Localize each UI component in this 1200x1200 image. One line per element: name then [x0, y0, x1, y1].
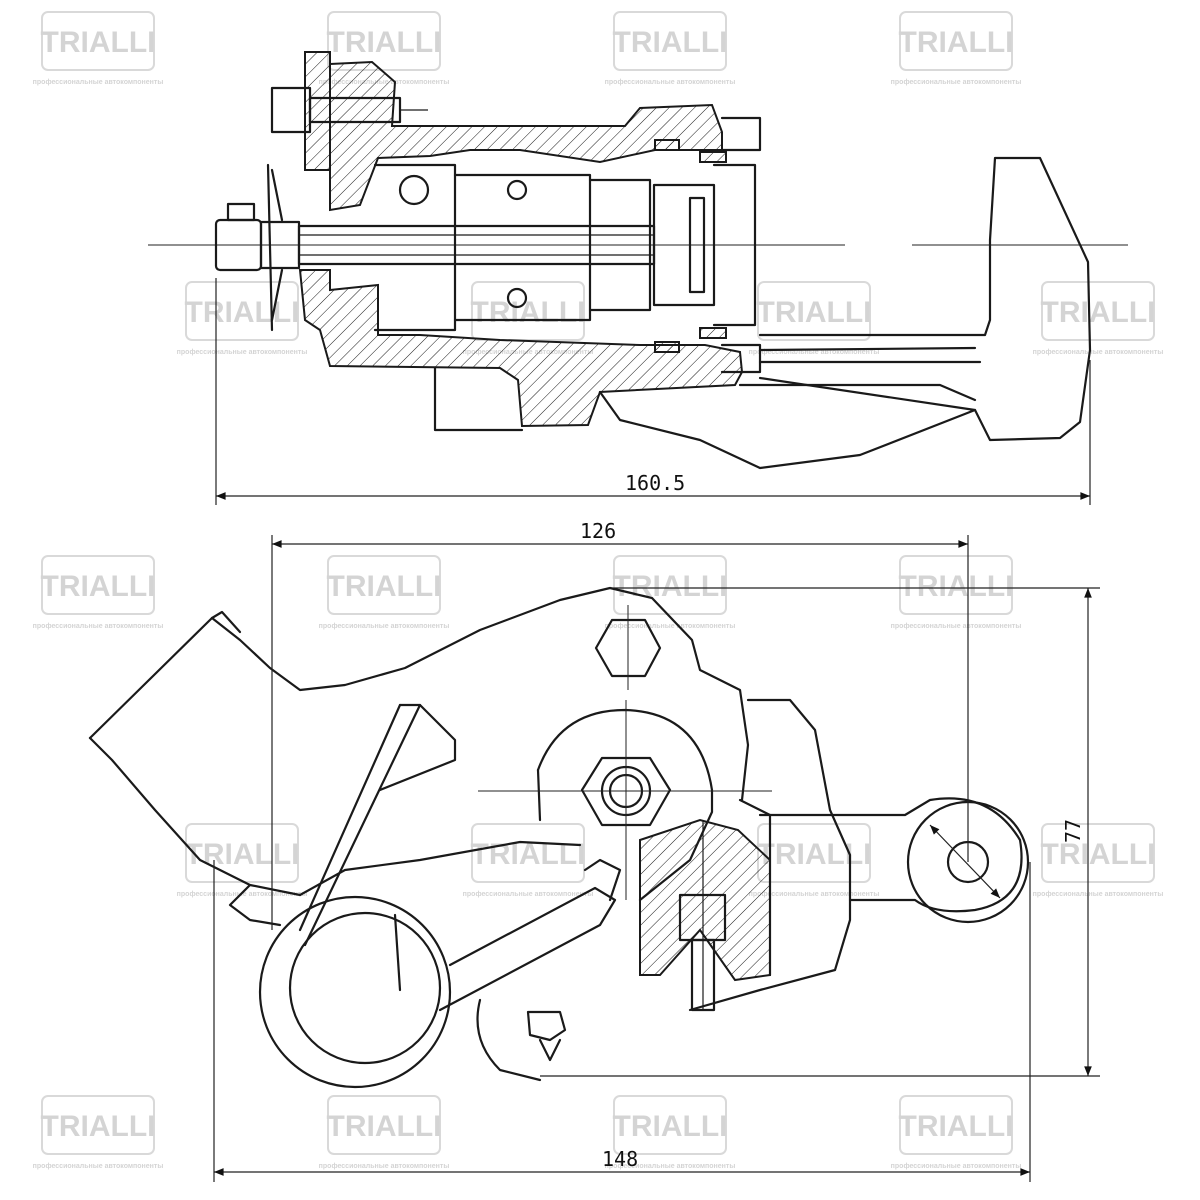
trialli-watermark: TRIALLI профессиональные автокомпоненты [749, 281, 880, 356]
svg-text:TRIALLI: TRIALLI [899, 570, 1014, 603]
svg-text:TRIALLI: TRIALLI [757, 838, 872, 871]
svg-text:TRIALLI: TRIALLI [327, 570, 442, 603]
trialli-watermark: TRIALLI профессиональные автокомпоненты [605, 1095, 736, 1170]
svg-text:TRIALLI: TRIALLI [899, 26, 1014, 59]
trialli-watermark: TRIALLI профессиональные автокомпоненты [319, 555, 450, 630]
svg-text:TRIALLI: TRIALLI [613, 570, 728, 603]
svg-text:профессиональные автокомпонент: профессиональные автокомпоненты [891, 623, 1022, 630]
caliper-side-view: 126 77 148 [88, 519, 1100, 1182]
trialli-watermark: TRIALLI профессиональные автокомпоненты [33, 1095, 164, 1170]
svg-text:TRIALLI: TRIALLI [899, 1110, 1014, 1143]
svg-text:TRIALLI: TRIALLI [185, 838, 300, 871]
dimension-label-126: 126 [580, 519, 616, 543]
svg-text:профессиональные автокомпонент: профессиональные автокомпоненты [605, 623, 736, 630]
svg-text:профессиональные автокомпонент: профессиональные автокомпоненты [177, 349, 308, 356]
svg-text:TRIALLI: TRIALLI [41, 570, 156, 603]
caliper-housing-section [298, 60, 744, 428]
svg-text:TRIALLI: TRIALLI [757, 296, 872, 329]
svg-text:профессиональные автокомпонент: профессиональные автокомпоненты [319, 1163, 450, 1170]
svg-text:профессиональные автокомпонент: профессиональные автокомпоненты [749, 891, 880, 898]
dimension-label-77: 77 [1061, 819, 1085, 843]
return-spring [258, 703, 622, 1089]
trialli-watermark: TRIALLI профессиональные автокомпоненты [33, 555, 164, 630]
caliper-bracket [433, 156, 1092, 470]
svg-text:профессиональные автокомпонент: профессиональные автокомпоненты [1033, 891, 1164, 898]
adjuster-disc [478, 700, 772, 902]
trialli-watermark: TRIALLI профессиональные автокомпоненты [891, 555, 1022, 630]
svg-text:TRIALLI: TRIALLI [613, 1110, 728, 1143]
svg-text:профессиональные автокомпонент: профессиональные автокомпоненты [319, 623, 450, 630]
svg-text:профессиональные автокомпонент: профессиональные автокомпоненты [891, 79, 1022, 86]
svg-text:профессиональные автокомпонент: профессиональные автокомпоненты [33, 1163, 164, 1170]
bearing-ball [398, 174, 430, 206]
bolt-lower [526, 1010, 567, 1062]
svg-text:профессиональные автокомпонент: профессиональные автокомпоненты [749, 349, 880, 356]
svg-text:профессиональные автокомпонент: профессиональные автокомпоненты [33, 623, 164, 630]
svg-text:профессиональные автокомпонент: профессиональные автокомпоненты [605, 1163, 736, 1170]
svg-text:TRIALLI: TRIALLI [471, 296, 586, 329]
dimension-overall-length: 160.5 [215, 278, 1091, 505]
svg-text:TRIALLI: TRIALLI [41, 1110, 156, 1143]
trialli-watermark: TRIALLI профессиональные автокомпоненты [605, 11, 736, 86]
trialli-watermark: TRIALLI профессиональные автокомпоненты [177, 281, 308, 356]
trialli-watermark: TRIALLI профессиональные автокомпоненты [319, 1095, 450, 1170]
svg-text:TRIALLI: TRIALLI [327, 26, 442, 59]
svg-text:TRIALLI: TRIALLI [1041, 296, 1156, 329]
dimension-label-160-5: 160.5 [625, 471, 685, 495]
dimension-label-148: 148 [602, 1147, 638, 1171]
caliper-section-view: 160.5 [148, 51, 1128, 505]
dimension-width-148: 148 [213, 860, 1031, 1182]
bleeder-valve-section [639, 818, 771, 1012]
svg-text:профессиональные автокомпонент: профессиональные автокомпоненты [463, 891, 594, 898]
piston-assembly [652, 116, 762, 374]
trialli-watermark: TRIALLI профессиональные автокомпоненты [605, 555, 736, 630]
trialli-watermark: TRIALLI профессиональные автокомпоненты [33, 11, 164, 86]
hex-bolt-upper [594, 605, 662, 690]
svg-text:TRIALLI: TRIALLI [185, 296, 300, 329]
dimension-width-126: 126 [271, 519, 969, 930]
svg-text:профессиональные автокомпонент: профессиональные автокомпоненты [891, 1163, 1022, 1170]
svg-text:TRIALLI: TRIALLI [613, 26, 728, 59]
trialli-watermark: TRIALLI профессиональные автокомпоненты [1033, 281, 1164, 356]
svg-text:профессиональные автокомпонент: профессиональные автокомпоненты [1033, 349, 1164, 356]
svg-text:TRIALLI: TRIALLI [1041, 838, 1156, 871]
svg-text:профессиональные автокомпонент: профессиональные автокомпоненты [33, 79, 164, 86]
svg-text:TRIALLI: TRIALLI [327, 1110, 442, 1143]
cable-bracket [88, 586, 750, 897]
svg-text:профессиональные автокомпонент: профессиональные автокомпоненты [605, 79, 736, 86]
svg-text:TRIALLI: TRIALLI [41, 26, 156, 59]
trialli-watermark: TRIALLI профессиональные автокомпоненты [1033, 823, 1164, 898]
trialli-watermark: TRIALLI профессиональные автокомпоненты [891, 1095, 1022, 1170]
dimension-height-77: 77 [540, 587, 1100, 1077]
trialli-watermark: TRIALLI профессиональные автокомпоненты [891, 11, 1022, 86]
